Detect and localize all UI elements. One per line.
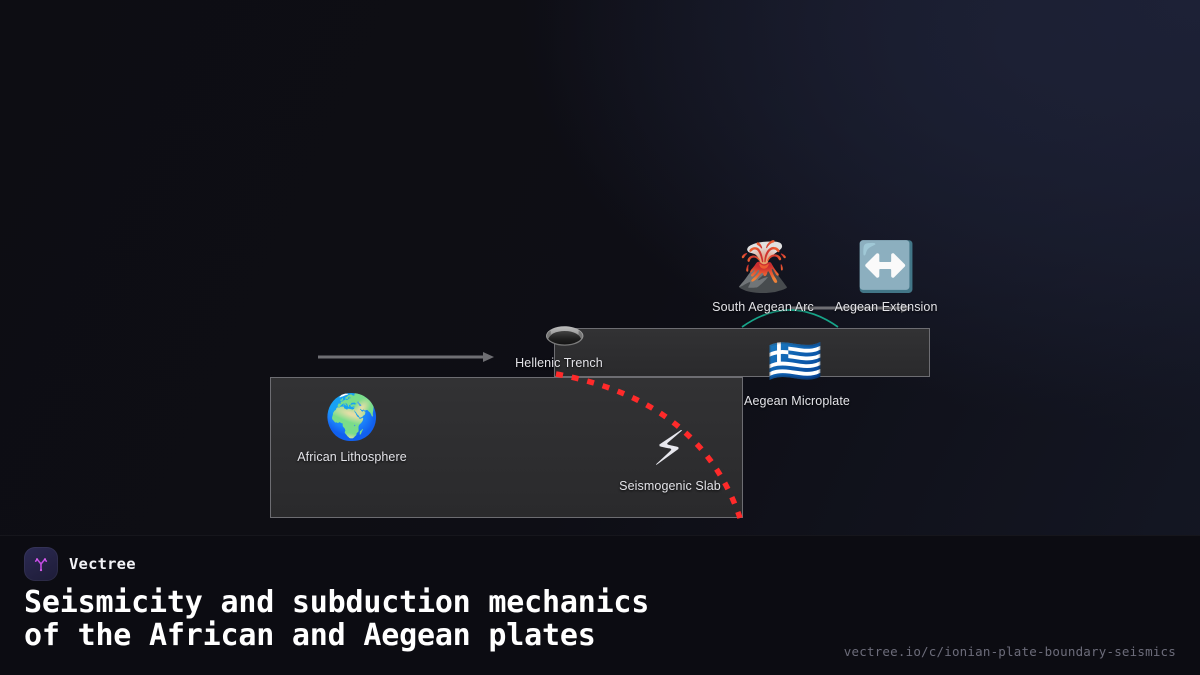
source-url[interactable]: vectree.io/c/ionian-plate-boundary-seism… (843, 644, 1176, 659)
label-african-lithosphere: African Lithosphere (297, 450, 407, 464)
left-right-arrow-icon: ↔️ (856, 239, 916, 295)
page-title: Seismicity and subduction mechanics of t… (24, 586, 649, 652)
label-south-aegean-arc: South Aegean Arc (712, 300, 814, 314)
hole-icon: 🕳️ (543, 311, 587, 351)
diagram-vector-layer (270, 303, 930, 519)
flag-greece-icon: 🇬🇷 (767, 336, 823, 387)
page-title-line-1: Seismicity and subduction mechanics (24, 585, 650, 620)
aegean-microplate-block[interactable] (554, 328, 930, 377)
globe-showing-europe-africa-icon: 🌍 (324, 392, 380, 443)
vectree-logo-badge (24, 547, 58, 581)
volcano-icon: 🌋 (733, 239, 793, 295)
high-voltage-icon: ⚡ (652, 421, 686, 477)
label-aegean-extension: Aegean Extension (834, 300, 938, 314)
diagram-canvas: 🌍 🇬🇷 🕳️ 🌋 ↔️ ⚡ African Lithosphere Aegea… (270, 239, 938, 519)
page-title-line-2: of the African and Aegean plates (24, 618, 596, 653)
african-lithosphere-block[interactable] (270, 377, 743, 518)
vectree-branch-icon (34, 558, 48, 572)
label-hellenic-trench: Hellenic Trench (515, 356, 603, 370)
label-aegean-microplate: Aegean Microplate (744, 394, 850, 408)
footer-bar: Vectree Seismicity and subduction mechan… (0, 535, 1200, 675)
brand-name: Vectree (69, 555, 136, 573)
brand[interactable]: Vectree (24, 547, 136, 581)
label-seismogenic-slab: Seismogenic Slab (619, 479, 721, 493)
volcanic-arc-curve (741, 309, 839, 328)
wadati-benioff-zone (555, 371, 743, 519)
